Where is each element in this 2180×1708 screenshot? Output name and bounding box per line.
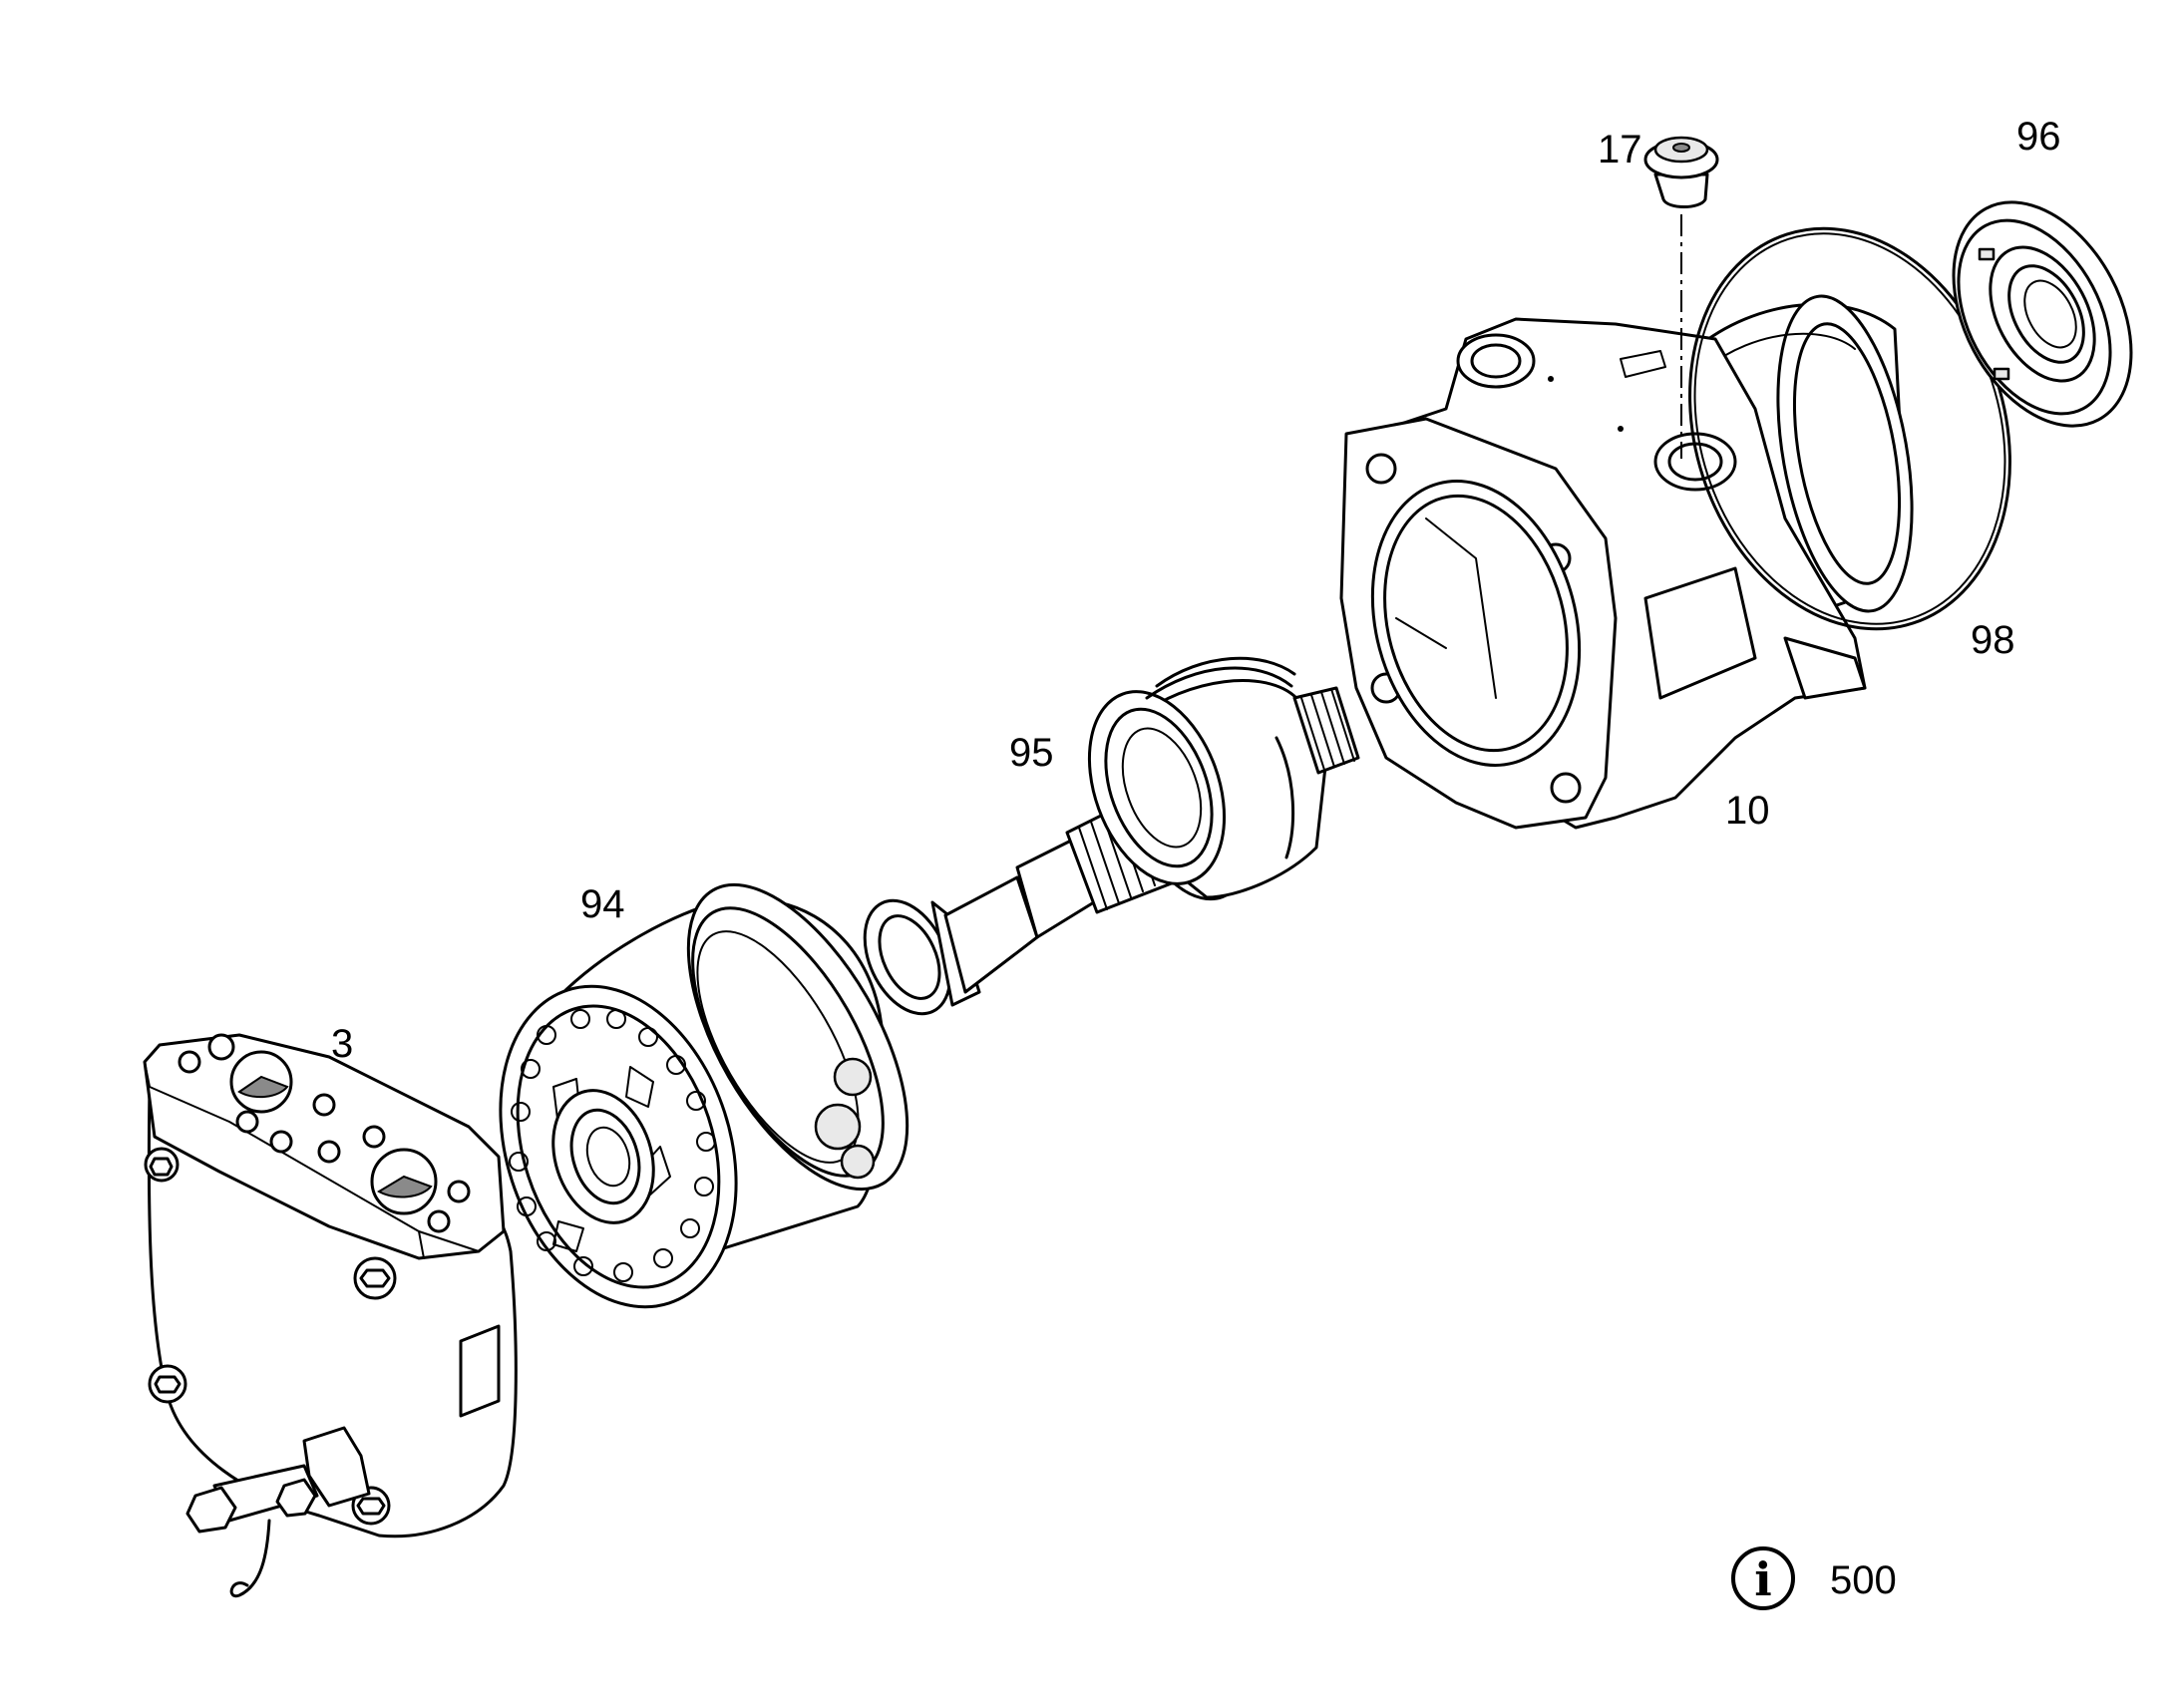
label-part-94: 94 (580, 882, 625, 926)
label-part-98: 98 (1971, 618, 2015, 662)
face-holes (509, 1009, 716, 1282)
label-part-3: 3 (331, 1022, 353, 1066)
label-part-96: 96 (2016, 115, 2061, 159)
stub-spline (1300, 688, 1355, 771)
label-part-10: 10 (1725, 789, 1770, 833)
info-reference-number: 500 (1830, 1558, 1897, 1602)
info-reference[interactable]: i 500 (1731, 1546, 1897, 1610)
part-94-cylinder-block[interactable] (461, 851, 951, 1338)
part-10-housing[interactable] (1339, 286, 1934, 830)
label-part-95: 95 (1009, 731, 1054, 775)
label-part-17: 17 (1598, 128, 1642, 171)
bolt-icon (148, 1364, 187, 1404)
info-icon[interactable]: i (1731, 1546, 1795, 1610)
bolt-icon (353, 1256, 397, 1300)
bolt-icon (144, 1147, 180, 1183)
part-96-shaft-seal[interactable] (1918, 171, 2167, 456)
part-95-drive-shaft[interactable] (848, 656, 1360, 1027)
info-glyph: i (1754, 1552, 1771, 1606)
part-3-end-cover[interactable] (143, 1033, 518, 1598)
part-17-plug[interactable] (1643, 136, 1719, 459)
